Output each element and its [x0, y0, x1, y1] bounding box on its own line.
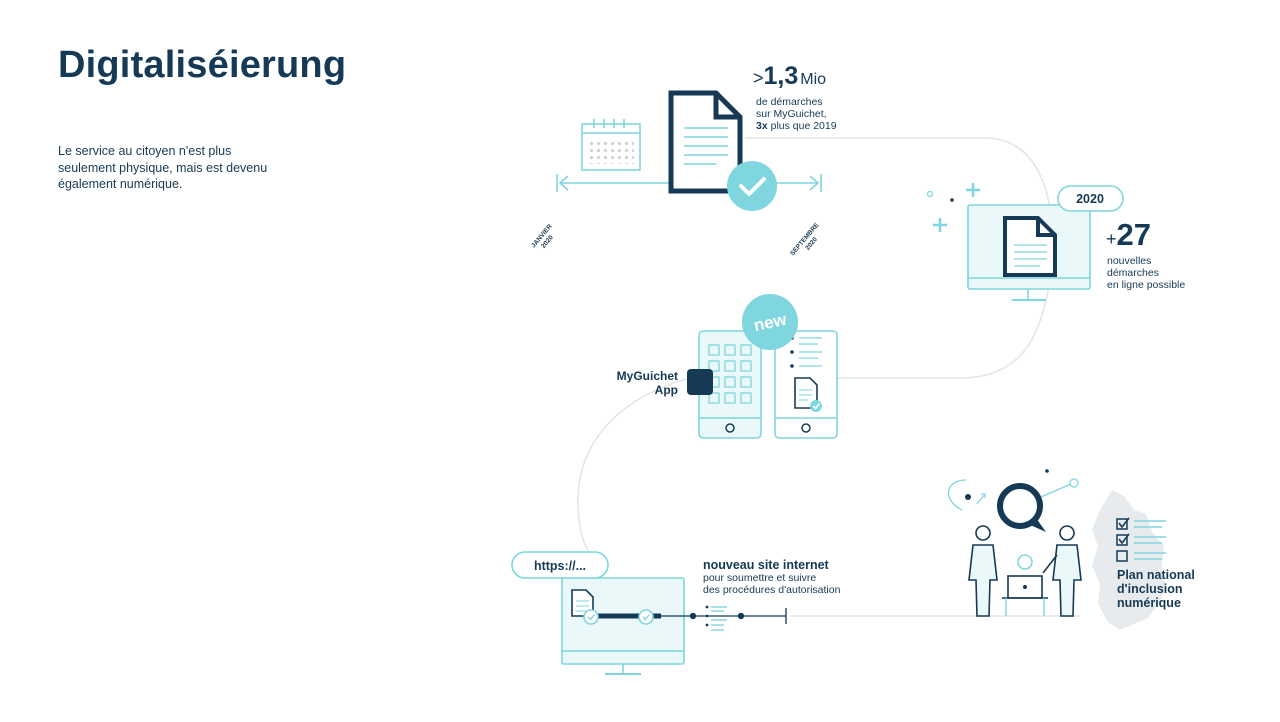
laptop-user-icon [1002, 554, 1048, 616]
person-icon [968, 525, 998, 617]
app-label-line: MyGuichet [617, 369, 678, 383]
page-title: Digitaliséierung [58, 44, 347, 86]
demarches-multiplier: 3x [756, 120, 768, 132]
online-line: nouvelles [1107, 255, 1151, 267]
inclusion-line: numérique [1117, 596, 1181, 610]
demarches-line: 3x plus que 2019 [756, 120, 837, 132]
checklist-icon [1116, 517, 1166, 562]
intro-line: seulement physique, mais est devenu [58, 160, 268, 175]
svg-text:2020: 2020 [1076, 192, 1104, 206]
url-badge: https://... [511, 551, 609, 579]
new-badge: new [742, 294, 798, 350]
stat-prefix: > [753, 68, 764, 88]
luxembourg-map [1092, 490, 1166, 630]
stat-number: 1,3 [764, 62, 799, 90]
search-bubble-icon [947, 469, 1079, 532]
app-label-line: App [655, 383, 678, 397]
check-badge-icon [727, 161, 777, 211]
stat-prefix: + [1106, 229, 1117, 249]
demarches-comparison: plus que 2019 [768, 120, 837, 132]
inclusion-line: Plan national [1117, 568, 1195, 582]
progress-track [583, 608, 787, 625]
svg-text:https://...: https://... [534, 559, 586, 573]
person-icon [1042, 525, 1082, 617]
app-icon [687, 369, 713, 395]
demarches-line: de démarches [756, 96, 823, 108]
website-line: des procédures d'autorisation [703, 584, 841, 596]
document-icon [1003, 216, 1057, 277]
website-line: pour soumettre et suivre [703, 572, 816, 584]
list-icon [705, 605, 727, 631]
inclusion-line: d'inclusion [1117, 582, 1182, 596]
intro-text: Le service au citoyen n'est plus seuleme… [58, 143, 318, 193]
stat-number: 27 [1117, 217, 1151, 252]
phone-icon [698, 330, 762, 439]
document-icon [668, 90, 743, 194]
timeline-start-label: JANVIER 2020 [530, 223, 555, 250]
year-badge: 2020 [1057, 185, 1124, 212]
phone-icon [774, 330, 838, 439]
demarches-line: sur MyGuichet, [756, 108, 827, 120]
online-line: démarches [1107, 267, 1159, 279]
online-line: en ligne possible [1107, 279, 1185, 291]
website-title: nouveau site internet [703, 558, 830, 572]
intro-line: également numérique. [58, 177, 183, 191]
stat-unit: Mio [800, 71, 826, 88]
intro-line: Le service au citoyen n'est plus [58, 144, 232, 158]
calendar-icon [581, 119, 641, 171]
document-icon [571, 589, 594, 617]
timeline-end-label: SEPTEMBRE 2020 [789, 221, 821, 257]
online-stat: +27 [1106, 217, 1151, 252]
